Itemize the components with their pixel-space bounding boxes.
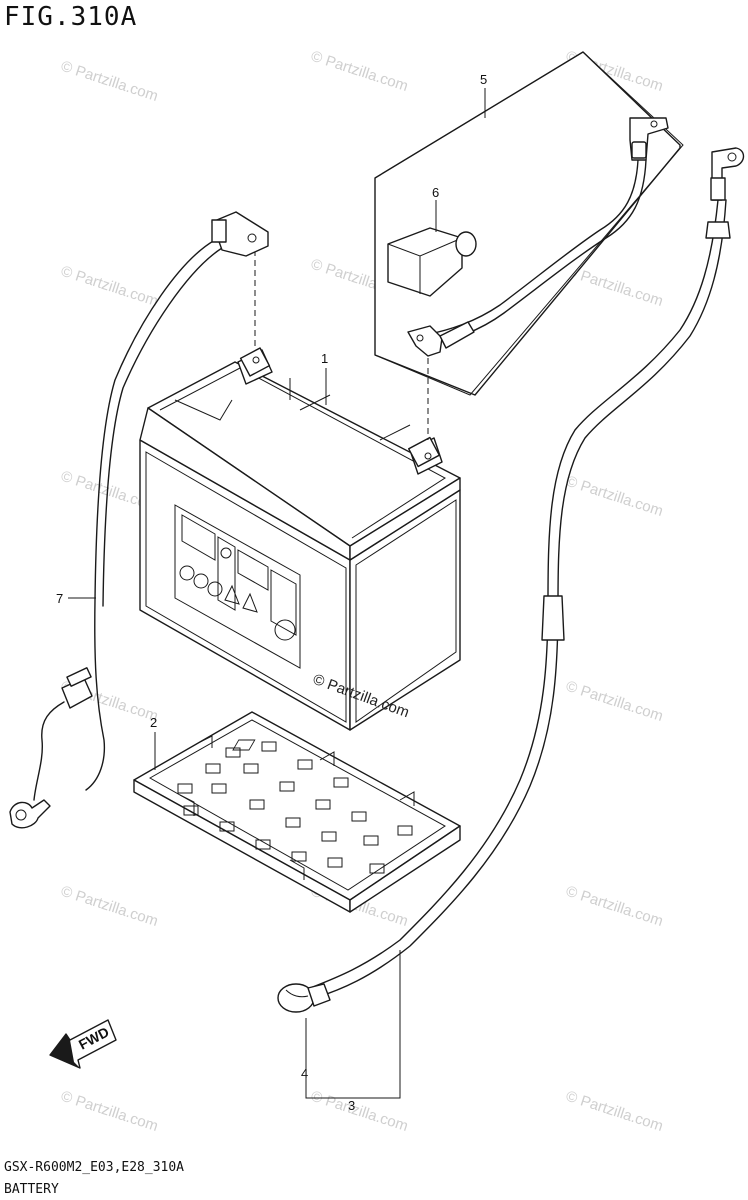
part-3-positive-cable[interactable] [304,147,745,999]
watermark-text: © Partzilla.com [564,883,665,930]
callout-leaders [68,88,486,1099]
section-name: BATTERY [4,1182,59,1197]
part-5-lead-kit[interactable] [374,51,684,396]
part-2-battery-tray[interactable] [133,711,461,913]
watermark-text: © Partzilla.com [59,263,160,310]
callout-6: 6 [432,185,439,200]
part-1-battery[interactable] [139,250,461,731]
tray-slot-grid [177,739,413,874]
fwd-direction-marker: FWD [49,1019,117,1069]
callout-labels: 5 6 1 2 7 4 3 [56,72,487,1113]
watermark-text: © Partzilla.com [59,883,160,930]
part-6-terminal-cover[interactable] [387,227,477,297]
figure-title: FIG.310A [4,2,138,32]
watermark-text: © Partzilla.com [59,1088,160,1135]
watermark-text: © Partzilla.com [564,473,665,520]
callout-1: 1 [321,351,328,366]
callout-5: 5 [480,72,487,87]
watermark-text: © Partzilla.com [59,58,160,105]
callout-4: 4 [301,1066,308,1081]
watermark-text: © Partzilla.com [564,678,665,725]
part-7-negative-lead[interactable] [9,211,269,829]
watermark-text: © Partzilla.com [309,1088,410,1135]
callout-2: 2 [150,715,157,730]
callout-3: 3 [348,1098,355,1113]
watermark-text: © Partzilla.com [564,1088,665,1135]
part-4-terminal-boot[interactable] [277,983,331,1013]
model-code: GSX-R600M2_E03,E28_310A [4,1160,185,1175]
watermark-text: © Partzilla.com [309,48,410,95]
callout-7: 7 [56,591,63,606]
